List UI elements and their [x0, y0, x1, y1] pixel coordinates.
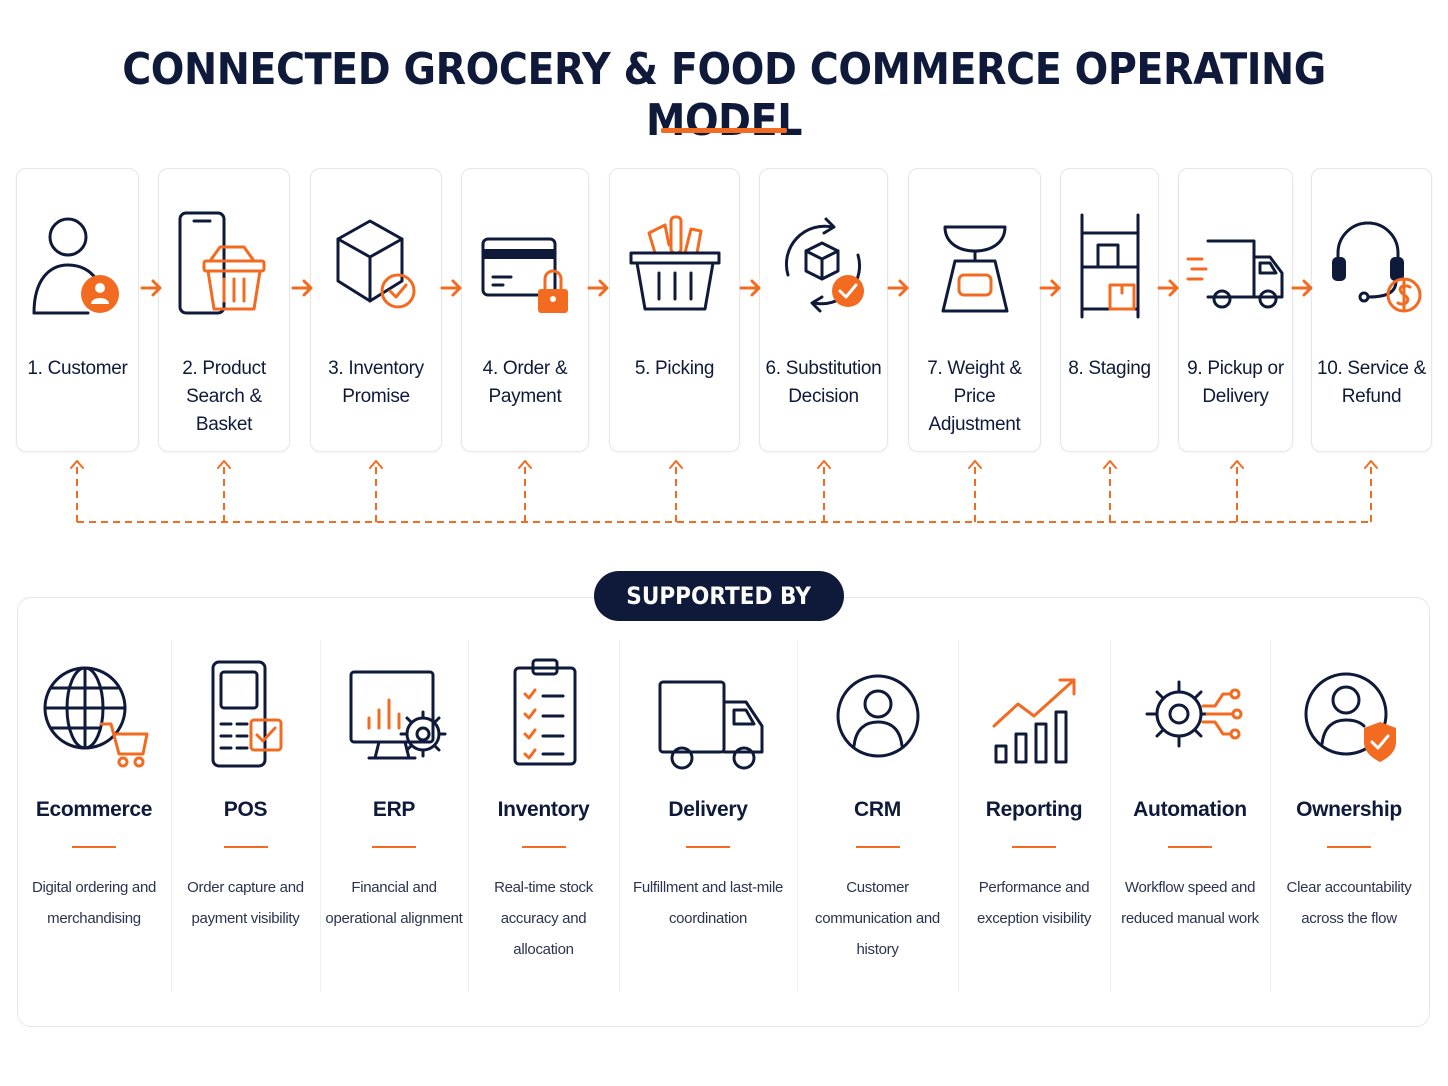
accent-rule [1012, 846, 1056, 848]
support-name: CRM [854, 798, 901, 821]
step-card-inventory-promise: 3. Inventory Promise [310, 168, 442, 452]
support-item-crm: CRM Customer communication and history [797, 640, 958, 992]
step-card-pickup-delivery: 9. Pickup or Delivery [1178, 168, 1293, 452]
support-description: Financial and operational alignment [325, 879, 463, 927]
step-card-product-search: 2. Product Search & Basket [158, 168, 290, 452]
delivery-truck-icon [658, 680, 764, 770]
monitor-gear-icon [349, 670, 447, 760]
growth-chart-icon [992, 678, 1076, 764]
step-card-weight-price: 7. Weight & Price Adjustment [908, 168, 1041, 452]
step-label: 5. Picking [634, 358, 715, 379]
support-description: Fulfillment and last-mile coordination [632, 879, 784, 927]
box-check-icon [336, 219, 416, 309]
step-card-substitution: 6. Substitution Decision [759, 168, 888, 452]
supported-by-badge: SUPPORTED BY [594, 571, 844, 621]
support-connector-lines [70, 460, 1378, 523]
flow-arrow [140, 279, 162, 297]
step-label: 1. Customer [27, 358, 128, 379]
step-card-service-refund: 10. Service & Refund [1311, 168, 1432, 452]
support-name: ERP [372, 798, 416, 821]
accent-rule [855, 846, 900, 848]
support-name: Delivery [668, 798, 748, 821]
flow-arrow [440, 279, 462, 297]
card-lock-icon [481, 237, 568, 313]
support-item-automation: Automation Workflow speed and reduced ma… [1110, 640, 1270, 992]
customer-icon [32, 217, 119, 315]
support-item-delivery: Delivery Fulfillment and last-mile coord… [619, 640, 797, 992]
accent-rule [1168, 846, 1212, 848]
support-description: Real-time stock accuracy and allocation [494, 879, 593, 958]
page-title: CONNECTED GROCERY & FOOD COMMERCE OPERAT… [122, 44, 1326, 146]
support-description: Workflow speed and reduced manual work [1121, 879, 1259, 927]
support-description: Clear accountability across the flow [1286, 879, 1412, 927]
shelving-icon [1080, 213, 1139, 319]
step-label: 7. Weight & Price Adjustment [927, 358, 1022, 435]
flow-arrow [739, 279, 761, 297]
step-label: 6. Substitution Decision [765, 358, 882, 407]
step-label: 2. Product Search & Basket [182, 358, 266, 435]
globe-cart-icon [43, 666, 149, 768]
support-name: Automation [1133, 798, 1247, 821]
scale-icon [941, 225, 1008, 313]
column-divider [958, 640, 959, 992]
flow-arrow [1039, 279, 1061, 297]
support-description: Digital ordering and merchandising [31, 879, 157, 927]
support-item-pos: POS Order capture and payment visibility [171, 640, 320, 992]
phone-basket-icon [178, 211, 266, 315]
headset-refund-icon [1331, 221, 1421, 313]
support-name: Ecommerce [35, 798, 153, 821]
step-label: 9. Pickup or Delivery [1187, 358, 1284, 407]
column-divider [320, 640, 321, 992]
flow-arrow [887, 279, 909, 297]
support-name: POS [223, 798, 268, 821]
step-label: 3. Inventory Promise [328, 358, 424, 407]
grocery-basket-icon [629, 215, 720, 311]
step-card-order-payment: 4. Order & Payment [461, 168, 589, 452]
support-name: Reporting [985, 798, 1083, 821]
support-name: Inventory [497, 798, 590, 821]
column-divider [619, 640, 620, 992]
step-card-staging: 8. Staging [1060, 168, 1159, 452]
accent-rule [686, 846, 730, 848]
flow-arrow [1157, 279, 1179, 297]
support-description: Customer communication and history [815, 879, 940, 958]
support-name: Ownership [1296, 798, 1402, 821]
step-card-picking: 5. Picking [609, 168, 740, 452]
column-divider [1110, 640, 1111, 992]
accent-rule [372, 846, 416, 848]
step-card-customer: 1. Customer [16, 168, 139, 452]
support-item-ecommerce: Ecommerce Digital ordering and merchandi… [17, 640, 171, 992]
accent-rule [1327, 846, 1371, 848]
column-divider [797, 640, 798, 992]
gear-network-icon [1145, 680, 1243, 748]
flow-arrow [1291, 279, 1313, 297]
support-item-inventory: Inventory Real-time stock accuracy and a… [468, 640, 619, 992]
step-label: 8. Staging [1068, 358, 1151, 379]
step-label: 10. Service & Refund [1316, 358, 1427, 407]
support-description: Performance and exception visibility [976, 879, 1092, 927]
support-item-reporting: Reporting Performance and exception visi… [958, 640, 1110, 992]
flow-arrow [587, 279, 609, 297]
accent-rule [223, 846, 268, 848]
support-item-ownership: Ownership Clear accountability across th… [1270, 640, 1428, 992]
step-label: 4. Order & Payment [482, 358, 568, 407]
accent-rule [521, 846, 566, 848]
accent-rule [72, 846, 116, 848]
clipboard-checklist-icon [513, 658, 576, 766]
box-cycle-icon [784, 217, 864, 313]
column-divider [171, 640, 172, 992]
truck-icon [1186, 239, 1283, 309]
column-divider [468, 640, 469, 992]
user-circle-icon [836, 674, 919, 758]
support-description: Order capture and payment visibility [187, 879, 304, 927]
pos-terminal-icon [211, 660, 282, 768]
user-shield-icon [1304, 672, 1396, 762]
supported-by-panel [17, 597, 1430, 1027]
support-item-erp: ERP Financial and operational alignment [320, 640, 468, 992]
title-underline [661, 128, 787, 133]
column-divider [1270, 640, 1271, 992]
flow-arrow [291, 279, 313, 297]
